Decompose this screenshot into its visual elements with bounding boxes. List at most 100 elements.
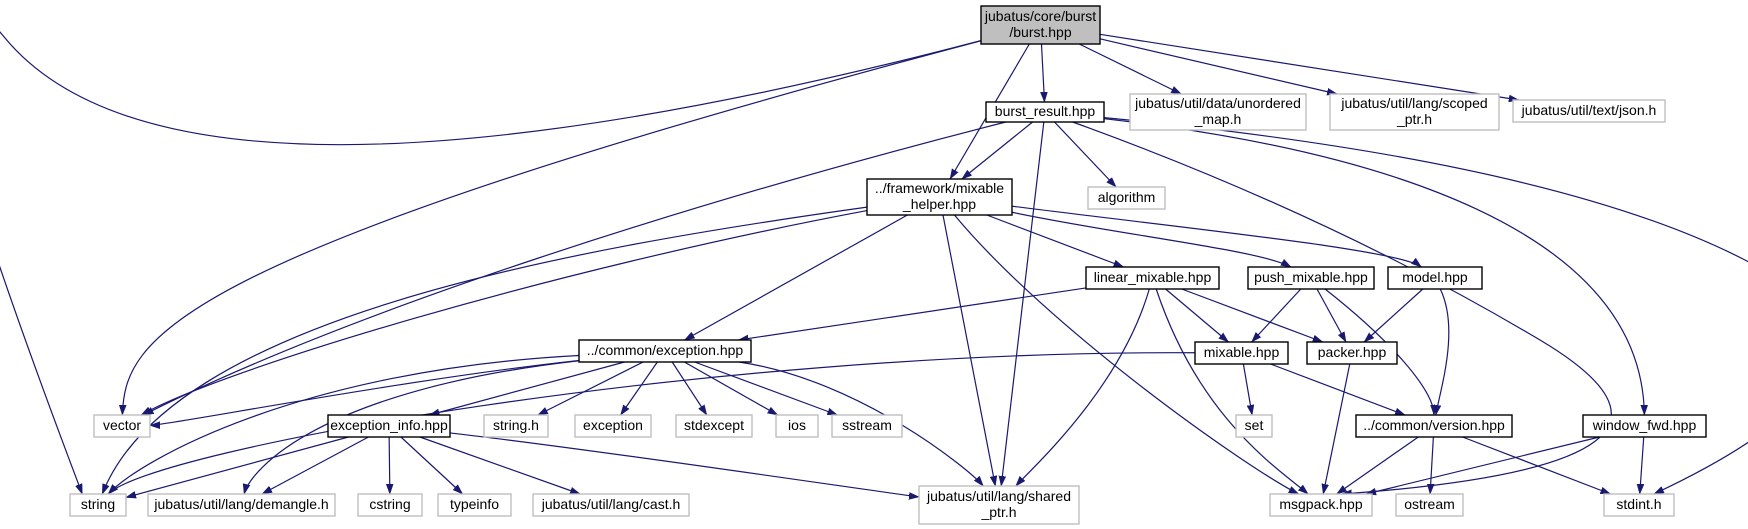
edge-burst-to-json (1099, 33, 1519, 100)
node-label: jubatus/util/lang/cast.h (541, 496, 681, 512)
node-label: model.hpp (1402, 269, 1468, 285)
edge-common_exception-to-exception (620, 361, 658, 415)
node-label: typeinfo (450, 496, 499, 512)
node-box (1387, 266, 1483, 290)
edge-common_exception-to-exception_info (429, 361, 625, 415)
node-linear_mixable[interactable]: linear_mixable.hpp (1085, 266, 1220, 290)
node-box (574, 414, 652, 438)
edge-burst_result-to-mixable_helper (962, 121, 1033, 179)
node-box (775, 414, 819, 438)
edge-linear_mixable-to-msgpack (1155, 288, 1308, 494)
edge-burst_result-to-shared_ptr (1001, 121, 1045, 486)
node-label: ostream (1404, 496, 1455, 512)
node-typeinfo: typeinfo (437, 493, 512, 517)
node-label: jubatus/util/text/json.h (1521, 102, 1657, 118)
edge-window_fwd-to-stdint (1640, 436, 1645, 494)
edge-mixable_helper-to-model (1011, 205, 1421, 267)
node-stdint: stdint.h (1603, 493, 1675, 517)
node-box (918, 485, 1080, 525)
node-label: jubatus/util/lang/shared (926, 488, 1071, 504)
node-label: msgpack.hpp (1279, 496, 1362, 512)
node-common_version[interactable]: ../common/version.hpp (1355, 414, 1513, 438)
node-label: window_fwd.hpp (1592, 417, 1697, 433)
edge-mixable_helper-to-string (101, 206, 868, 494)
edge-exception_info-to-string (126, 436, 349, 497)
edge-mixable-to-string (108, 352, 1196, 494)
node-label: ../common/version.hpp (1363, 417, 1505, 433)
node-common_exception[interactable]: ../common/exception.hpp (578, 339, 752, 363)
node-label: vector (103, 417, 141, 433)
node-window_fwd[interactable]: window_fwd.hpp (1582, 414, 1707, 438)
node-push_mixable[interactable]: push_mixable.hpp (1247, 266, 1375, 290)
edge-burst_result-to-stdint (1103, 117, 1748, 495)
node-label: ../framework/mixable (875, 180, 1004, 196)
edge-common_exception-to-demangle (244, 360, 580, 494)
node-label: _helper.hpp (902, 196, 976, 212)
edge-linear_mixable-to-packer (1181, 288, 1323, 343)
node-box (1603, 493, 1675, 517)
node-label: exception_info.hpp (330, 417, 448, 433)
node-demangle: jubatus/util/lang/demangle.h (147, 493, 336, 517)
node-packer[interactable]: packer.hpp (1306, 341, 1398, 365)
node-label: jubatus/util/lang/demangle.h (153, 496, 328, 512)
node-model[interactable]: model.hpp (1387, 266, 1483, 290)
node-box (93, 414, 151, 438)
node-msgpack: msgpack.hpp (1269, 493, 1373, 517)
node-box (437, 493, 512, 517)
edge-burst_result-to-algorithm (1054, 121, 1116, 187)
node-label: stdint.h (1616, 496, 1661, 512)
node-box (1582, 414, 1707, 438)
node-burst[interactable]: jubatus/core/burst/burst.hpp (980, 5, 1101, 45)
edge-common_exception-to-stdexcept (671, 361, 708, 415)
node-ostream: ostream (1395, 493, 1464, 517)
node-shared_ptr: jubatus/util/lang/shared_ptr.h (918, 485, 1080, 525)
edge-mixable-to-common_version (1270, 363, 1405, 416)
edge-push_mixable-to-mixable (1252, 288, 1302, 342)
edge-model-to-packer (1364, 288, 1424, 342)
edge-model-to-common_version (1436, 288, 1450, 415)
node-mixable_helper[interactable]: ../framework/mixable_helper.hpp (866, 178, 1013, 216)
node-box (1269, 493, 1373, 517)
node-box (866, 178, 1013, 216)
node-box (357, 493, 423, 517)
edge-burst_result-to-vector (144, 121, 1006, 416)
edges (0, 31, 1748, 497)
edge-packer-to-msgpack (1323, 363, 1351, 494)
edge-exception_info-to-typeinfo (400, 436, 463, 494)
edge-linear_mixable-to-shared_ptr (1016, 288, 1150, 486)
node-label: exception (583, 417, 643, 433)
node-box (675, 414, 753, 438)
node-box (1235, 414, 1273, 438)
edge-common_version-to-stdint (1462, 436, 1611, 495)
node-box (831, 414, 903, 438)
edge-push_mixable-to-common_version (1324, 288, 1434, 415)
node-ios: ios (775, 414, 819, 438)
node-label: /burst.hpp (1009, 24, 1071, 40)
node-box (1306, 341, 1398, 365)
node-label: algorithm (1098, 189, 1156, 205)
node-stdexcept: stdexcept (675, 414, 753, 438)
edge-mixable_helper-to-vector (141, 209, 868, 416)
node-label: jubatus/core/burst (984, 8, 1096, 24)
node-label: burst_result.hpp (995, 103, 1096, 119)
edge-exception_info-to-cstring (389, 436, 390, 494)
node-label: stdexcept (684, 417, 744, 433)
node-box (1087, 186, 1166, 210)
edge-burst_result-to-window_fwd (1103, 118, 1644, 415)
node-box (1247, 266, 1375, 290)
node-exception_info[interactable]: exception_info.hpp (327, 414, 451, 438)
edge-mixable_helper-to-common_exception (685, 214, 908, 341)
node-box (1512, 99, 1666, 123)
node-label: string (81, 496, 115, 512)
node-box (147, 493, 336, 517)
node-box (532, 493, 690, 517)
edge-common_exception-to-string (108, 354, 580, 494)
edge-linear_mixable-to-common_exception (738, 287, 1087, 340)
node-box (578, 339, 752, 363)
node-box (327, 414, 451, 438)
node-vector: vector (93, 414, 151, 438)
node-burst_result[interactable]: burst_result.hpp (985, 101, 1105, 123)
edge-common_version-to-ostream (1430, 436, 1433, 494)
node-mixable[interactable]: mixable.hpp (1194, 341, 1289, 365)
